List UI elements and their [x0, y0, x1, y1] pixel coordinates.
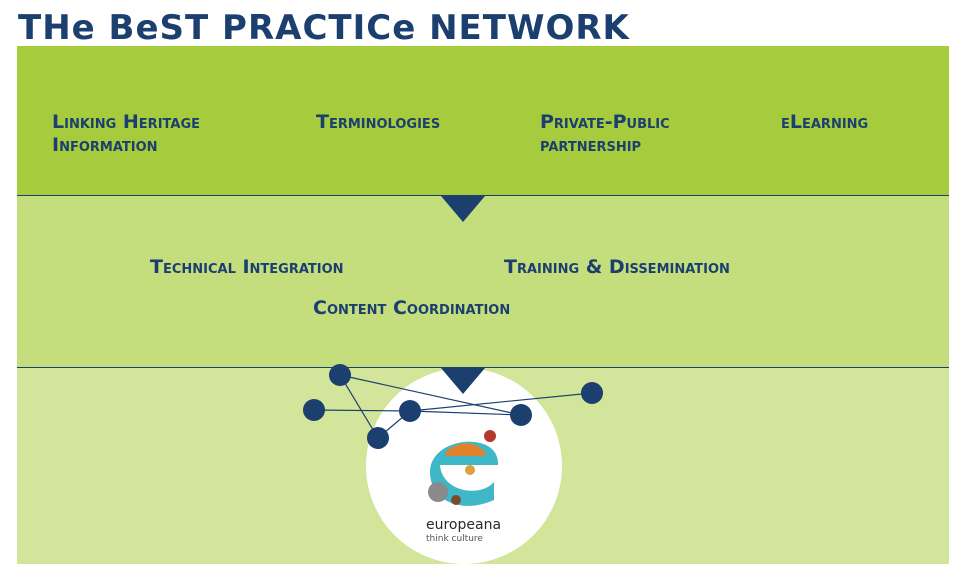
europeana-tagline: think culture: [426, 534, 483, 544]
middle-band: [17, 195, 949, 368]
private-public-label: Private-Public partnership: [540, 111, 670, 156]
network-node: [399, 400, 421, 422]
terminologies-label: Terminologies: [316, 111, 441, 133]
technical-integration-label: Technical Integration: [150, 256, 344, 278]
down-arrow-icon: [441, 196, 485, 222]
down-arrow-icon: [441, 368, 485, 394]
network-node: [329, 364, 351, 386]
network-node: [510, 404, 532, 426]
training-dissemination-label: Training & Dissemination: [504, 256, 730, 278]
top-band: [17, 46, 949, 195]
europeana-logo-icon: [428, 430, 499, 506]
page-title: THe BeST PRACTICe NETWORK: [18, 8, 630, 48]
network-node: [581, 382, 603, 404]
linking-heritage-label: Linking Heritage Information: [52, 111, 200, 156]
elearning-label: eLearning: [781, 111, 869, 133]
europeana-circle: [366, 368, 562, 564]
europeana-brand-text: europeana: [426, 517, 502, 533]
network-node: [303, 399, 325, 421]
network-node: [367, 427, 389, 449]
content-coordination-label: Content Coordination: [313, 297, 511, 319]
